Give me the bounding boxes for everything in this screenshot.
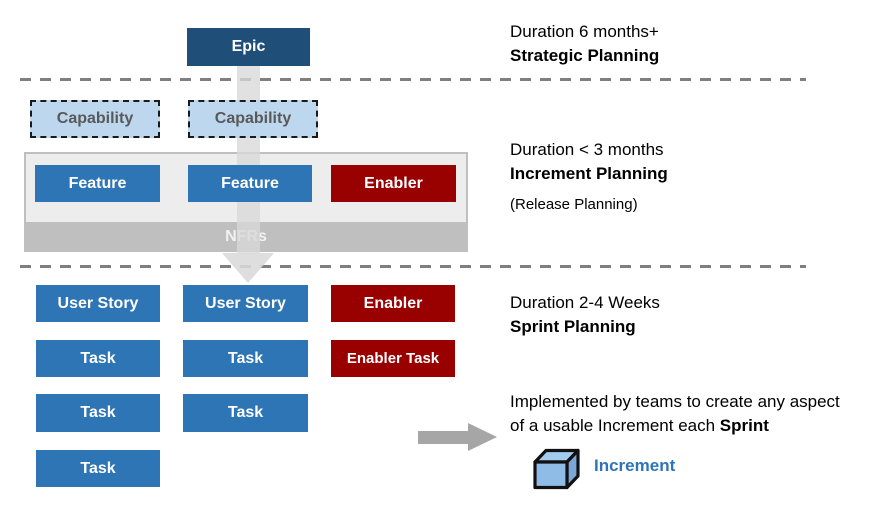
capability-box-1: Capability (30, 100, 160, 138)
sprint-phase-divider (20, 265, 806, 268)
strategic-planning-annotation: Duration 6 months+ Strategic Planning (510, 20, 659, 68)
task-box-1: Task (36, 340, 160, 377)
strategic-title-text: Strategic Planning (510, 46, 660, 65)
implementation-note: Implemented by teams to create any aspec… (510, 390, 872, 438)
release-planning-text: (Release Planning) (510, 196, 638, 213)
right-arrow-shaft (418, 431, 468, 444)
user-story-box-1: User Story (36, 285, 160, 322)
task-box-2: Task (183, 340, 308, 377)
increment-planning-annotation: Duration < 3 months Increment Planning (… (510, 138, 668, 217)
implementation-line1: Implemented by teams to create any aspec… (510, 392, 840, 411)
sprint-title-text: Sprint Planning (510, 317, 636, 336)
feature-box-1: Feature (35, 165, 160, 202)
feature-enabler-box: Enabler (331, 165, 456, 202)
story-enabler-box: Enabler (331, 285, 455, 322)
capability-box-2: Capability (188, 100, 318, 138)
increment-cube-icon (531, 446, 583, 497)
sprint-duration-text: Duration 2-4 Weeks (510, 293, 660, 312)
down-arrow-shaft (237, 64, 260, 254)
right-arrow-head (468, 423, 497, 451)
enabler-task-box: Enabler Task (331, 340, 455, 377)
sprint-planning-annotation: Duration 2-4 Weeks Sprint Planning (510, 291, 660, 339)
task-box-5: Task (36, 450, 160, 487)
strategic-duration-text: Duration 6 months+ (510, 22, 659, 41)
strategic-phase-divider (20, 78, 806, 81)
user-story-box-2: User Story (183, 285, 308, 322)
task-box-3: Task (36, 394, 160, 432)
feature-box-2: Feature (188, 165, 312, 202)
down-arrow-head (222, 253, 274, 283)
increment-title-text: Increment Planning (510, 164, 668, 183)
epic-box: Epic (187, 28, 310, 66)
task-box-4: Task (183, 394, 308, 432)
increment-duration-text: Duration < 3 months (510, 140, 664, 159)
increment-label: Increment (594, 456, 676, 475)
implementation-line2: of a usable Increment each Sprint (510, 416, 769, 435)
